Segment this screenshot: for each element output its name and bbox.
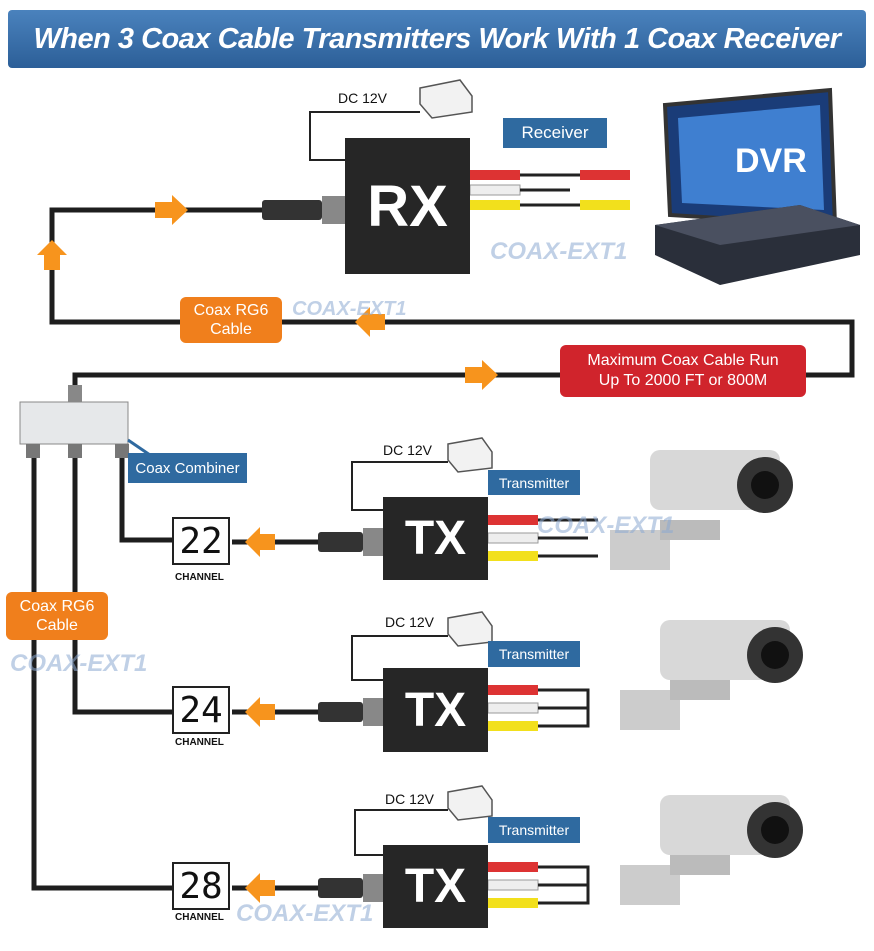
channel-22-display: 22 xyxy=(172,517,230,565)
tx1-callout: Transmitter xyxy=(488,470,580,495)
tx1-power-label: DC 12V xyxy=(383,442,433,458)
max-run-label: Maximum Coax Cable Run Up To 2000 FT or … xyxy=(560,345,806,397)
tx2-box: TX xyxy=(383,668,488,752)
power-adapter-icons xyxy=(419,79,493,821)
page-title: When 3 Coax Cable Transmitters Work With… xyxy=(8,10,866,68)
rx-box: RX xyxy=(345,138,470,274)
tx1-box: TX xyxy=(383,497,488,580)
watermark: COAX-EXT1 xyxy=(292,298,407,320)
coax-to-ch22 xyxy=(119,450,172,543)
dvr-label: DVR xyxy=(735,142,807,180)
coax-cable-label-top: Coax RG6 Cable xyxy=(180,297,282,343)
rx-power-label: DC 12V xyxy=(338,90,388,106)
tx3-callout: Transmitter xyxy=(488,817,580,843)
coax-to-ch24 xyxy=(72,450,172,715)
rca-cable-icons xyxy=(469,170,630,908)
channel-label: CHANNEL xyxy=(175,737,224,748)
power-cables xyxy=(309,111,448,856)
coax-combiner-icon xyxy=(19,385,151,458)
channel-label: CHANNEL xyxy=(175,572,224,583)
coax-cable-label-left: Coax RG6 Cable xyxy=(6,592,108,640)
camera-icons xyxy=(610,450,803,905)
tx2-power-label: DC 12V xyxy=(385,614,435,630)
channel-label: CHANNEL xyxy=(175,912,224,923)
receiver-callout: Receiver xyxy=(503,118,607,148)
tx2-callout: Transmitter xyxy=(488,641,580,667)
tx3-power-label: DC 12V xyxy=(385,791,435,807)
watermark: COAX-EXT1 xyxy=(490,238,628,265)
signal-arrow-icons xyxy=(37,195,498,903)
dvr-icon xyxy=(655,87,860,285)
channel-28-display: 28 xyxy=(172,862,230,910)
main-coax-cable xyxy=(49,207,855,402)
watermark: COAX-EXT1 xyxy=(10,650,148,677)
coax-combiner-callout: Coax Combiner xyxy=(128,453,247,483)
tx3-box: TX xyxy=(383,845,488,928)
watermark: COAX-EXT1 xyxy=(537,512,675,539)
watermark: COAX-EXT1 xyxy=(236,900,374,927)
channel-24-display: 24 xyxy=(172,686,230,734)
bnc-connector-icons xyxy=(262,196,383,902)
